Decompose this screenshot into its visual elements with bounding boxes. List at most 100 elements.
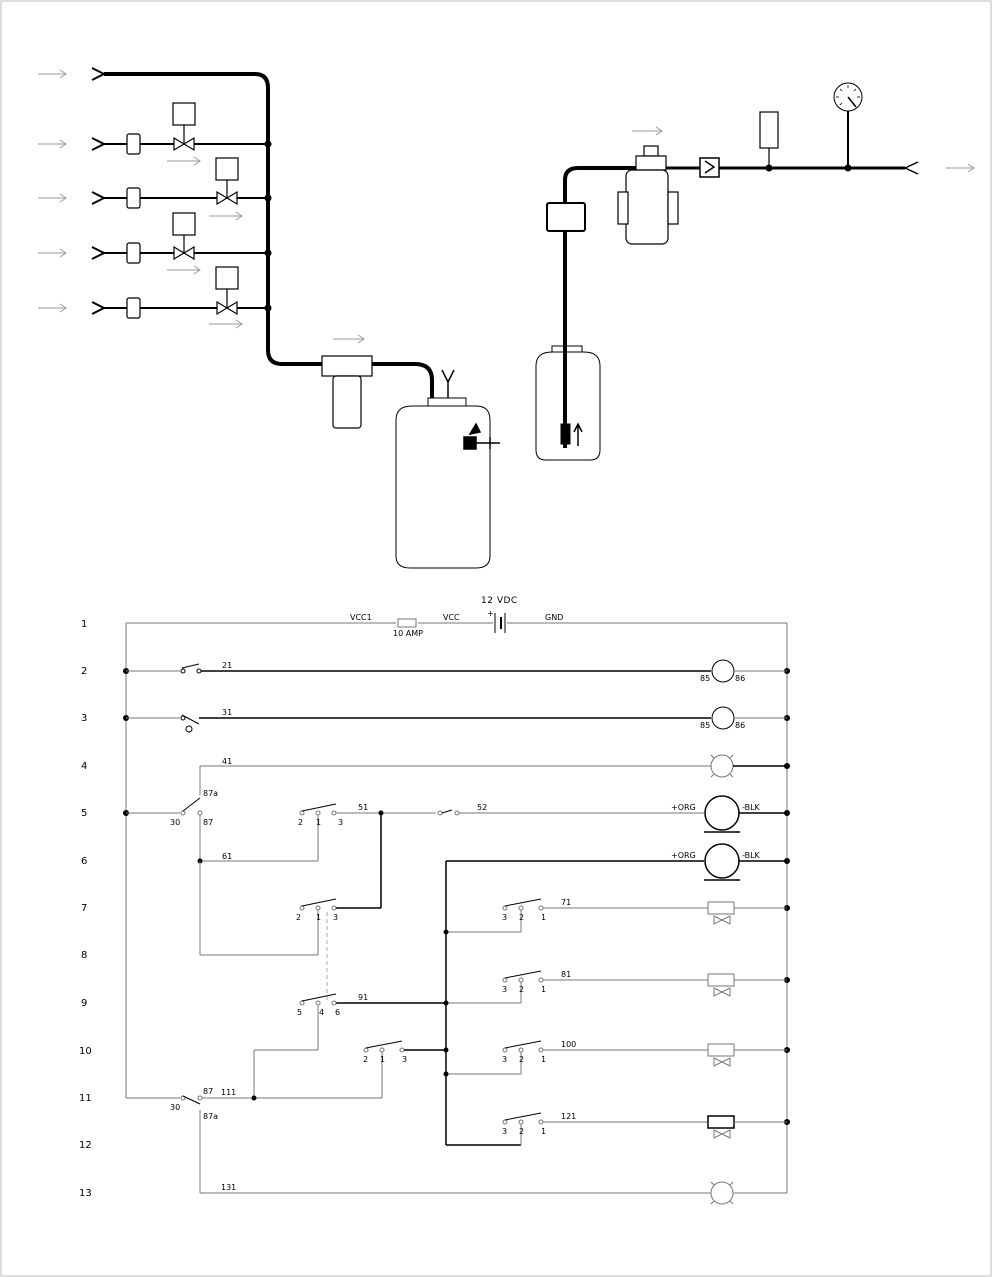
rail-junctions [123,668,790,1125]
junction-gauge [844,164,852,172]
row-number-5: 5 [81,808,87,819]
indicator-lamp-row-13 [710,1181,734,1205]
foot-valve [560,422,583,446]
sw7-pin-3: 3 [333,913,338,922]
inlet-fittings [91,67,107,315]
fuse-rating-label: 10 AMP [393,629,423,638]
motor-row-5 [704,795,740,831]
outlet-nozzle [904,161,919,175]
relay-row-3-pin-85: 85 [700,721,710,730]
wire-label-51: 51 [358,803,368,812]
check-valves [126,133,141,319]
solenoid-coil-100 [707,1043,787,1067]
wire-label-21: 21 [222,661,232,670]
motor-5-neg-label: -BLK [742,803,761,812]
plumbing-diagram [38,67,975,569]
wire-label-100: 100 [561,1040,576,1049]
row-number-12: 12 [79,1140,92,1151]
row-number-13: 13 [79,1188,92,1199]
vcc-label: VCC [443,613,460,622]
outlet-check-valve [699,157,720,178]
row-3-circuit [126,706,787,733]
row-number-9: 9 [81,998,87,1009]
row-4-circuit [199,754,787,795]
relay-11-pin-30: 30 [170,1103,180,1112]
gnd-label: GND [545,613,563,622]
level-sensor [463,422,500,450]
row-number-1: 1 [81,619,87,630]
junction-pressure-switch [765,164,773,172]
row-number-8: 8 [81,950,87,961]
sw-71-pin-1: 1 [541,913,546,922]
relay-coil-row-2 [711,659,735,683]
row-6-circuit [445,843,787,1145]
row-number-11: 11 [79,1093,92,1104]
row-number-4: 4 [81,761,87,772]
sw10-pin-1: 1 [380,1055,385,1064]
power-header [126,613,787,633]
relay-5-pin-30: 30 [170,818,180,827]
row-number-10: 10 [79,1046,92,1057]
wire-label-31: 31 [222,708,232,717]
battery-plus-label: + [487,609,494,618]
vcc1-label: VCC1 [350,613,372,622]
ladder-diagram: 1 2 3 4 5 6 7 8 9 10 11 12 13 12 VDC + V… [79,596,790,1205]
sw10-pin-2: 2 [363,1055,368,1064]
row-11-circuit [126,1095,787,1205]
wire-label-91: 91 [358,993,368,1002]
strainer [546,202,586,232]
sw-100-pin-1: 1 [541,1055,546,1064]
solenoid-valve-4 [215,266,239,316]
row-number-2: 2 [81,666,87,677]
sw9-pin-4: 4 [319,1008,324,1017]
sw-100-pin-3: 3 [502,1055,507,1064]
solenoid-valve-1 [172,102,196,152]
relay-5-pin-87a: 87a [203,789,218,798]
sw-100-pin-2: 2 [519,1055,524,1064]
relay-5-pin-87: 87 [203,818,213,827]
wire-label-121: 121 [561,1112,576,1121]
sw5-pin-2: 2 [298,818,303,827]
sw10-pin-3: 3 [402,1055,407,1064]
pressure-gauge [833,82,863,168]
sw7-pin-2: 2 [296,913,301,922]
inlet-arrows [38,69,67,313]
solenoid-valve-2 [215,157,239,206]
solenoid-coil-121 [707,1115,787,1139]
relay-row-2-pin-86: 86 [735,674,745,683]
row-number-3: 3 [81,713,87,724]
relay-row-2-pin-85: 85 [700,674,710,683]
supply-voltage-label: 12 VDC [481,596,518,606]
main-supply-pipe [104,72,434,400]
relay-row-3-pin-86: 86 [735,721,745,730]
wire-label-81: 81 [561,970,571,979]
sw-71-pin-3: 3 [502,913,507,922]
sw-81-pin-2: 2 [519,985,524,994]
sw-121-pin-1: 1 [541,1127,546,1136]
relay-11-pin-87: 87 [203,1087,213,1096]
motor-5-pos-label: +ORG [671,803,696,812]
tank-vent [441,369,455,400]
row-9-circuit [253,993,446,1098]
row-number-6: 6 [81,856,87,867]
wire-label-131: 131 [221,1183,236,1192]
row-10-circuit [363,1040,446,1098]
sw9-pin-5: 5 [297,1008,302,1017]
wire-label-111: 111 [221,1088,236,1097]
solenoid-valve-3 [172,212,196,261]
motor-6-pos-label: +ORG [671,851,696,860]
sw7-pin-1: 1 [316,913,321,922]
motor-6-neg-label: -BLK [742,851,761,860]
solenoid-coil-71 [707,901,787,925]
sw-81-pin-3: 3 [502,985,507,994]
sw-121-pin-2: 2 [519,1127,524,1136]
inline-filter [321,355,373,429]
pickup-line [563,166,636,448]
branch-switches [446,898,708,1146]
relay-11-pin-87a: 87a [203,1112,218,1121]
relay-coil-row-3 [711,706,735,730]
sw-71-pin-2: 2 [519,913,524,922]
motor-row-6 [704,843,740,879]
